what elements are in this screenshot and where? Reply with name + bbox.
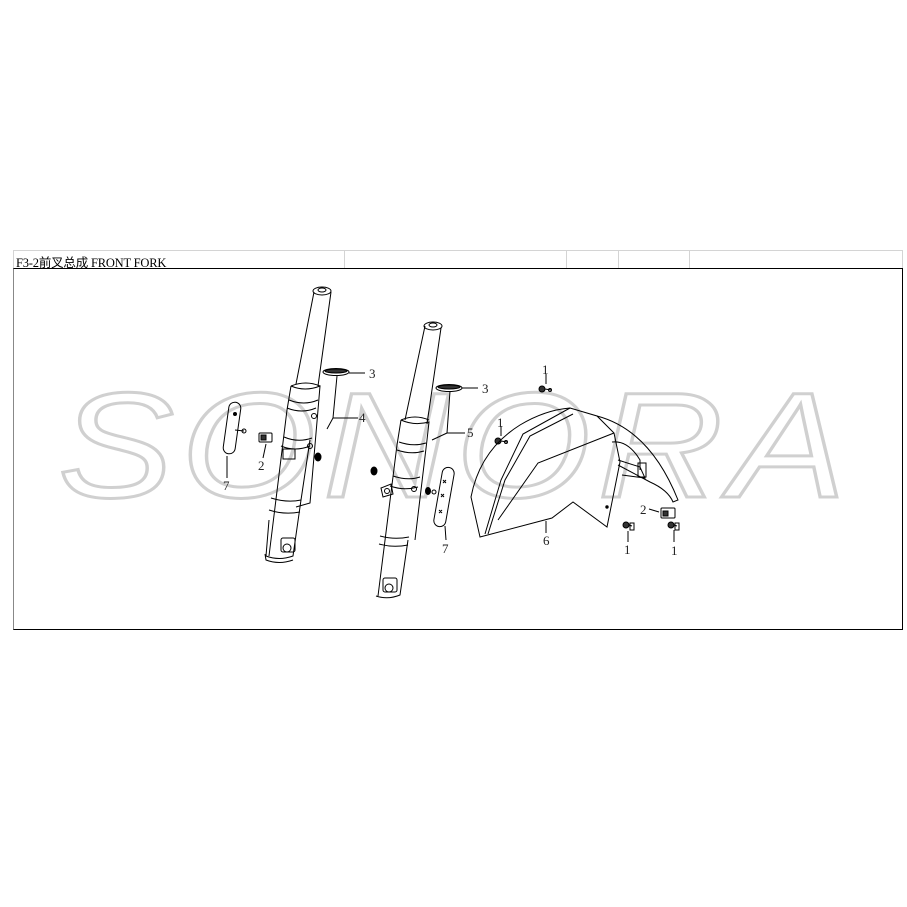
callout-6: 6 xyxy=(543,533,550,548)
callout-4: 4 xyxy=(359,410,366,425)
callout-2-right: 2 xyxy=(640,502,647,517)
callout-3-right: 3 xyxy=(482,381,489,396)
header-row: F3-2前叉总成 FRONT FORK xyxy=(13,250,903,270)
callout-5: 5 xyxy=(467,425,474,440)
clip-right xyxy=(660,507,676,519)
callout-1-bottom-left: 1 xyxy=(624,542,631,557)
callout-labels: 3 4 3 5 1 1 2 7 7 6 2 1 1 xyxy=(223,362,678,558)
header-cell-3 xyxy=(618,251,689,269)
callout-1-top: 1 xyxy=(542,362,549,377)
right-fork-leg xyxy=(370,321,443,599)
callout-1-mid: 1 xyxy=(497,415,504,430)
left-fork-leg xyxy=(264,286,332,563)
header-cell-1 xyxy=(344,251,566,269)
page-title: F3-2前叉总成 FRONT FORK xyxy=(16,256,167,270)
header-cell-2 xyxy=(566,251,618,269)
fork-cap-left xyxy=(322,368,350,376)
bolt-mid xyxy=(494,437,508,445)
front-fender xyxy=(470,407,679,538)
callout-7-right: 7 xyxy=(442,541,449,556)
reflector-right xyxy=(431,466,455,528)
callout-7-left: 7 xyxy=(223,478,230,493)
reflector-left xyxy=(222,401,247,455)
callout-2-left: 2 xyxy=(258,458,265,473)
header-title-cell: F3-2前叉总成 FRONT FORK xyxy=(13,251,344,270)
header-cell-4 xyxy=(689,251,903,269)
bolt-bottom-left xyxy=(622,521,635,531)
bolt-top xyxy=(538,385,552,393)
callout-3-left: 3 xyxy=(369,366,376,381)
bolt-bottom-right xyxy=(667,521,680,531)
callout-1-bottom-right: 1 xyxy=(671,543,678,558)
diagram-frame xyxy=(13,268,903,630)
leader-lines xyxy=(226,372,675,542)
clip-left xyxy=(258,432,273,443)
